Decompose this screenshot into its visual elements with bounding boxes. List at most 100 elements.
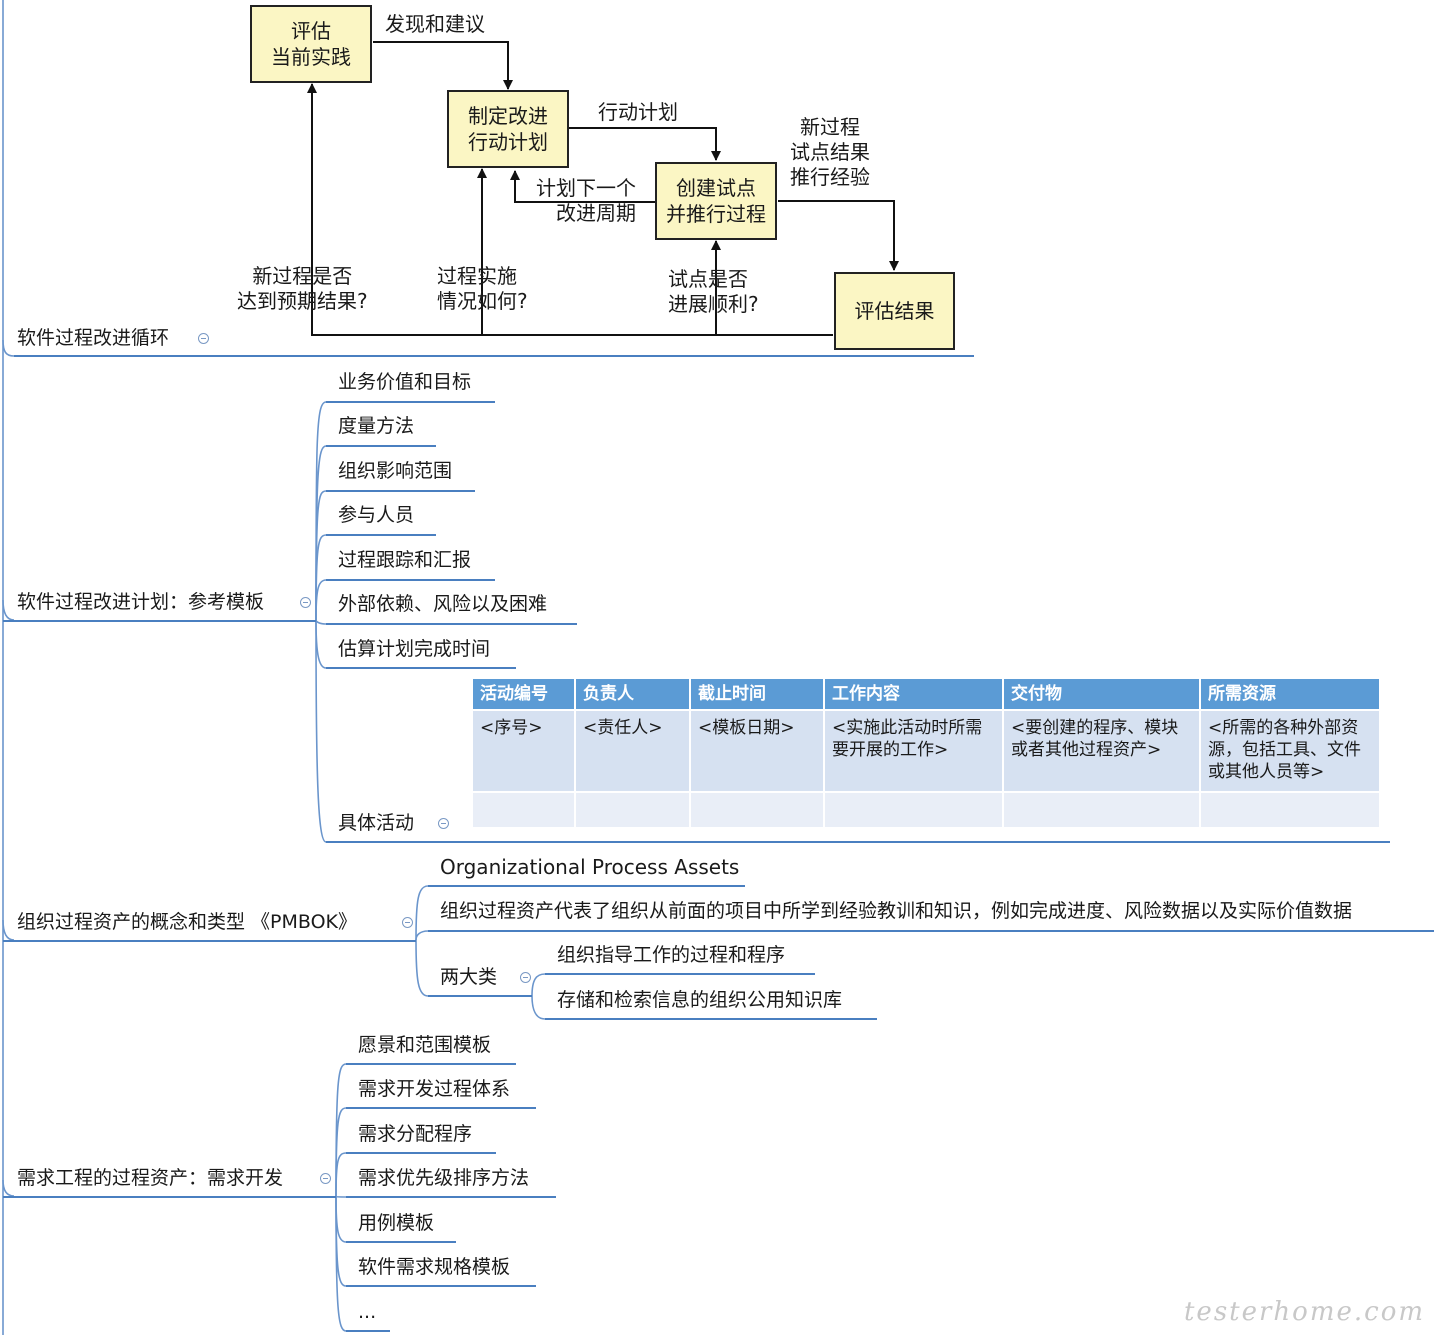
label-line: 试点是否 — [668, 267, 748, 291]
item-underline — [326, 623, 577, 625]
item-underline — [428, 885, 745, 887]
opa-type[interactable]: 组织指导工作的过程和程序 — [557, 944, 786, 966]
action-plan-label: 行动计划 — [598, 100, 678, 124]
box-line: 创建试点 — [676, 176, 756, 200]
box-line: 并推行过程 — [666, 202, 766, 226]
item-underline — [428, 930, 1434, 932]
plan-item[interactable]: 估算计划完成时间 — [338, 638, 491, 660]
mindmap-links — [2, 0, 546, 1335]
box-line: 当前实践 — [271, 45, 351, 69]
next-cycle-label: 计划下一个 改进周期 — [536, 176, 636, 226]
label-line: 达到预期结果? — [237, 289, 368, 313]
box-line: 评估 — [291, 19, 331, 43]
topic-plan-template[interactable]: 软件过程改进计划：参考模板 — [17, 591, 265, 613]
plan-item[interactable]: 外部依赖、风险以及困难 — [338, 593, 548, 615]
collapse-toggle-icon[interactable] — [198, 333, 209, 344]
item-underline — [326, 841, 1390, 843]
assess-current-practice-box: 评估当前实践 — [250, 5, 372, 83]
opa-definition[interactable]: 组织过程资产代表了组织从前面的项目中所学到经验教训和知识，例如完成进度、风险数据… — [440, 900, 1353, 922]
table-cell: <责任人> — [576, 709, 691, 791]
cycle-arrows — [307, 41, 899, 336]
plan-item[interactable]: 过程跟踪和汇报 — [338, 549, 472, 571]
req-item[interactable]: ... — [358, 1301, 377, 1323]
implementation-label: 过程实施 情况如何? — [437, 264, 528, 314]
collapse-toggle-icon[interactable] — [438, 818, 449, 829]
item-underline — [346, 1241, 456, 1243]
opa-english[interactable]: Organizational Process Assets — [440, 855, 740, 879]
topic-underline — [3, 1196, 336, 1198]
table-cell — [691, 791, 825, 827]
req-item[interactable]: 需求分配程序 — [358, 1123, 473, 1145]
item-underline — [428, 995, 532, 997]
topic-underline — [3, 620, 316, 622]
item-underline — [346, 1196, 556, 1198]
box-line: 行动计划 — [468, 130, 548, 154]
item-underline — [346, 1063, 516, 1065]
label-line: 试点结果 — [790, 140, 870, 164]
req-item[interactable]: 需求优先级排序方法 — [358, 1167, 530, 1189]
table-header: 截止时间 — [691, 679, 825, 709]
req-item[interactable]: 需求开发过程体系 — [358, 1078, 511, 1100]
table-cell — [473, 791, 576, 827]
topic-req-assets[interactable]: 需求工程的过程资产：需求开发 — [17, 1167, 284, 1189]
label-line: 改进周期 — [556, 201, 636, 225]
label-line: 进展顺利? — [668, 292, 759, 316]
table-header: 所需资源 — [1201, 679, 1379, 709]
pilot-box: 创建试点并推行过程 — [655, 162, 777, 240]
item-underline — [346, 1285, 536, 1287]
label-line: 新过程是否 — [252, 264, 353, 288]
item-underline — [326, 667, 516, 669]
topic-improvement-cycle[interactable]: 软件过程改进循环 — [17, 327, 170, 349]
item-underline — [346, 1152, 496, 1154]
opa-type[interactable]: 存储和检索信息的组织公用知识库 — [557, 989, 843, 1011]
item-underline — [326, 401, 495, 403]
box-line: 评估结果 — [854, 299, 935, 323]
watermark: testerhome.com — [1183, 1297, 1425, 1327]
plan-item[interactable]: 度量方法 — [338, 415, 415, 437]
collapse-toggle-icon[interactable] — [300, 597, 311, 608]
plan-item[interactable]: 组织影响范围 — [338, 460, 453, 482]
table-header: 负责人 — [576, 679, 691, 709]
table-row: <序号> <责任人> <模板日期> <实施此活动时所需要开展的工作> <要创建的… — [473, 709, 1379, 791]
item-underline — [545, 1018, 877, 1020]
item-underline — [346, 1330, 390, 1332]
label-line: 推行经验 — [790, 165, 870, 189]
topic-underline — [14, 355, 974, 357]
req-item[interactable]: 愿景和范围模板 — [358, 1034, 492, 1056]
topic-opa[interactable]: 组织过程资产的概念和类型 《PMBOK》 — [17, 911, 358, 933]
item-underline — [545, 973, 815, 975]
table-cell: <模板日期> — [691, 709, 825, 791]
table-cell: <序号> — [473, 709, 576, 791]
table-cell: <所需的各种外部资源，包括工具、文件或其他人员等> — [1201, 709, 1379, 791]
collapse-toggle-icon[interactable] — [520, 972, 531, 983]
table-cell: <要创建的程序、模块或者其他过程资产> — [1004, 709, 1201, 791]
opa-two-types[interactable]: 两大类 — [440, 966, 498, 988]
table-header-row: 活动编号 负责人 截止时间 工作内容 交付物 所需资源 — [473, 679, 1379, 709]
table-header: 活动编号 — [473, 679, 576, 709]
new-process-label: 新过程 试点结果 推行经验 — [790, 115, 870, 190]
label-line: 新过程 — [800, 115, 860, 139]
findings-label: 发现和建议 — [385, 12, 485, 36]
collapse-toggle-icon[interactable] — [320, 1173, 331, 1184]
table-cell — [1004, 791, 1201, 827]
activities-node[interactable]: 具体活动 — [338, 812, 415, 834]
item-underline — [346, 1107, 536, 1109]
plan-item[interactable]: 业务价值和目标 — [338, 371, 472, 393]
req-item[interactable]: 用例模板 — [358, 1212, 435, 1234]
table-header: 工作内容 — [825, 679, 1004, 709]
box-line: 制定改进 — [468, 104, 548, 128]
req-item[interactable]: 软件需求规格模板 — [358, 1256, 511, 1278]
item-underline — [326, 445, 436, 447]
pilot-progress-label: 试点是否 进展顺利? — [668, 267, 759, 317]
label-line: 过程实施 — [437, 264, 517, 288]
collapse-toggle-icon[interactable] — [402, 917, 413, 928]
item-underline — [326, 579, 495, 581]
topic-underline — [3, 940, 416, 942]
evaluate-results-box: 评估结果 — [834, 272, 955, 350]
item-underline — [326, 490, 475, 492]
plan-item[interactable]: 参与人员 — [338, 504, 415, 526]
item-underline — [326, 534, 436, 536]
activities-table: 活动编号 负责人 截止时间 工作内容 交付物 所需资源 <序号> <责任人> <… — [473, 679, 1379, 827]
table-cell — [1201, 791, 1379, 827]
table-cell — [825, 791, 1004, 827]
